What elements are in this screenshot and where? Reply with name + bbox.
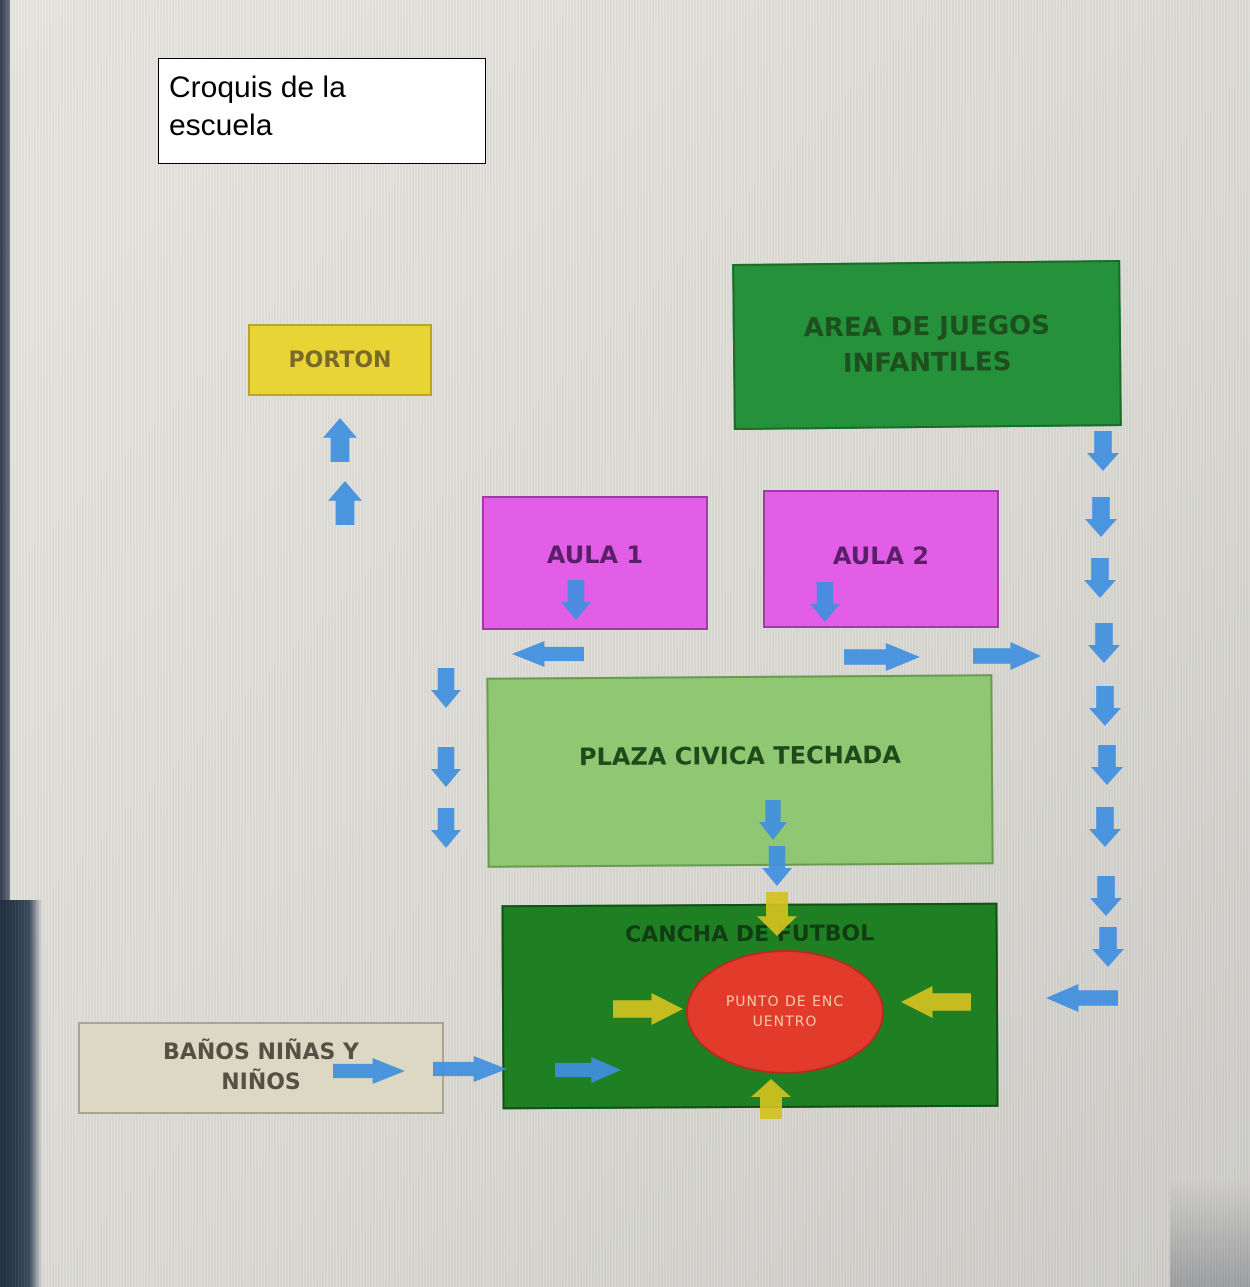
evacuation-arrow-icon-10 [1092, 927, 1124, 967]
evacuation-arrow-icon-18 [431, 747, 461, 787]
title-box: Croquis de la escuela [158, 58, 486, 164]
plaza-civica-zone: PLAZA CIVICA TECHADA [486, 674, 994, 868]
title-line-2: escuela [169, 109, 273, 142]
aula-1-label: AULA 1 [546, 541, 644, 569]
evacuation-arrow-icon-14 [512, 641, 584, 667]
aula-2-zone: AULA 2 [763, 490, 999, 628]
evacuation-arrow-icon-17 [431, 668, 461, 708]
evacuation-arrow-icon-9 [1090, 876, 1122, 916]
porton-zone: PORTON [248, 324, 432, 396]
monitor-edge-bottom [0, 900, 42, 1287]
cancha-futbol-label: CANCHA DE FUTBOL [624, 921, 875, 948]
evacuation-arrow-icon-15 [844, 643, 920, 671]
evacuation-arrow-icon-8 [1089, 807, 1121, 847]
aula-2-label: AULA 2 [832, 542, 930, 570]
evacuation-arrow-icon-1 [328, 481, 362, 525]
porton-label: PORTON [288, 347, 392, 373]
evacuation-arrow-icon-4 [1084, 558, 1116, 598]
evacuation-arrow-icon-2 [1087, 431, 1119, 471]
title-line-1: Croquis de la [169, 71, 346, 104]
evacuation-arrow-icon-23 [433, 1056, 507, 1082]
banos-label: BAÑOS NIÑAS Y NIÑOS [163, 1040, 359, 1095]
banos-zone: BAÑOS NIÑAS Y NIÑOS [78, 1022, 444, 1114]
punto-encuentro-label: PUNTO DE ENCUENTRO [725, 994, 845, 1030]
evacuation-arrow-icon-3 [1085, 497, 1117, 537]
evacuation-arrow-icon-7 [1091, 745, 1123, 785]
evacuation-arrow-icon-6 [1089, 686, 1121, 726]
evacuation-arrow-icon-0 [323, 418, 357, 462]
evacuation-arrow-icon-11 [1046, 984, 1118, 1012]
plaza-civica-label: PLAZA CIVICA TECHADA [578, 740, 901, 772]
area-juegos-zone: AREA DE JUEGOS INFANTILES [732, 259, 1122, 431]
monitor-edge-left [0, 0, 10, 1287]
evacuation-arrow-icon-16 [973, 642, 1041, 670]
evacuation-arrow-icon-19 [431, 808, 461, 848]
aula-1-zone: AULA 1 [482, 496, 708, 630]
monitor-shadow [1170, 1180, 1250, 1287]
evacuation-arrow-icon-5 [1088, 623, 1120, 663]
punto-encuentro-circle: PUNTO DE ENCUENTRO [686, 950, 884, 1074]
area-juegos-label: AREA DE JUEGOS INFANTILES [803, 310, 1051, 379]
